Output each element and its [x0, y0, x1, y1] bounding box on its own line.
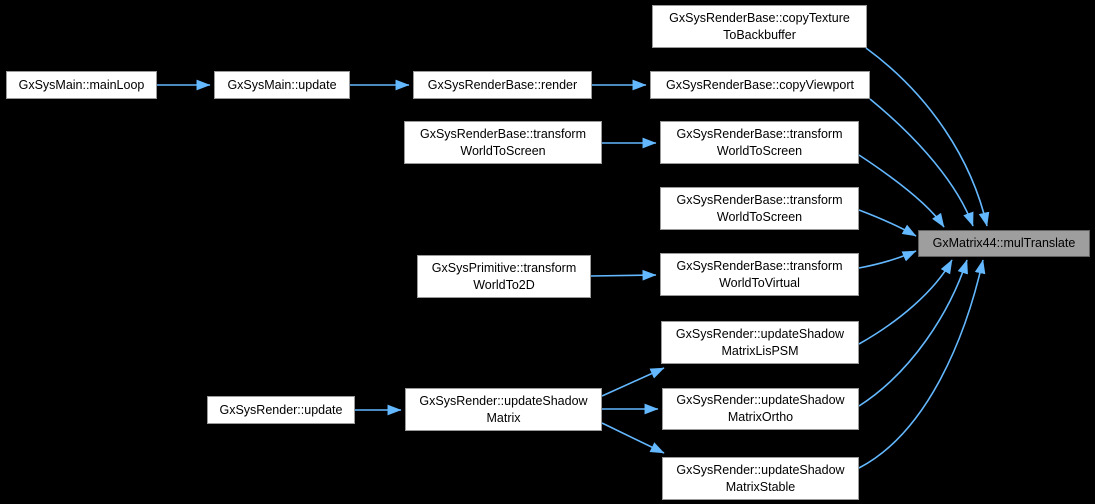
node-label: GxSysRender::updateShadow	[676, 462, 845, 477]
arrow-wtsr1-to-mul	[858, 154, 945, 228]
arrow-usm-to-lispsm	[601, 367, 665, 397]
node-gxsysrender-update[interactable]: GxSysRender::update	[207, 396, 355, 424]
node-label: GxSysRenderBase::transform	[676, 126, 843, 141]
arrow-lispsm-to-mul	[858, 259, 953, 345]
node-updateshadow-matrix[interactable]: GxSysRender::updateShadow Matrix	[405, 388, 602, 431]
node-label: GxSysMain::update	[227, 77, 337, 92]
node-label: GxSysRender::updateShadow	[675, 326, 845, 341]
node-copyviewport[interactable]: GxSysRenderBase::copyViewport	[650, 71, 870, 99]
node-label: GxSysRenderBase::transform	[676, 192, 843, 207]
node-label: GxSysRenderBase::copyTexture	[669, 10, 850, 25]
node-label: WorldTo2D	[473, 277, 535, 292]
node-gxsysmain-update[interactable]: GxSysMain::update	[214, 71, 350, 99]
node-label: GxSysRenderBase::transform	[676, 258, 843, 273]
node-label: GxMatrix44::mulTranslate	[932, 236, 1076, 250]
arrow-stable-to-mul	[858, 259, 986, 469]
node-label: WorldToScreen	[716, 143, 803, 158]
node-updateshadow-matrixstable[interactable]: GxSysRender::updateShadow MatrixStable	[662, 457, 859, 500]
node-transform-worldtoscreen-right2[interactable]: GxSysRenderBase::transform WorldToScreen	[660, 187, 859, 230]
node-label: WorldToVirtual	[719, 275, 800, 290]
node-label: GxSysRenderBase::render	[427, 77, 578, 92]
arrow-wtv-to-mul	[858, 250, 917, 269]
node-gxsysmain-mainloop[interactable]: GxSysMain::mainLoop	[6, 71, 157, 99]
node-copytexture-tobackbuffer[interactable]: GxSysRenderBase::copyTexture ToBackbuffe…	[652, 5, 867, 48]
node-label: GxSysRender::updateShadow	[419, 393, 588, 408]
node-label: ToBackbuffer	[723, 27, 796, 42]
arrow-ortho-to-mul	[858, 259, 968, 407]
arrow-copyviewport-to-mul	[869, 98, 974, 227]
node-label: MatrixLisPSM	[721, 343, 799, 358]
node-primitive-transform-worldto2d[interactable]: GxSysPrimitive::transform WorldTo2D	[417, 255, 591, 298]
node-label: Matrix	[486, 410, 521, 425]
node-transform-worldtoscreen-right1[interactable]: GxSysRenderBase::transform WorldToScreen	[660, 121, 859, 164]
arrow-wtsr2-to-mul	[858, 209, 917, 237]
node-gxsysrenderbase-render[interactable]: GxSysRenderBase::render	[413, 71, 592, 99]
node-label: WorldToScreen	[460, 143, 546, 158]
arrow-usm-to-stable	[601, 422, 665, 454]
node-label: GxSysRender::update	[219, 402, 343, 417]
node-transform-worldtoscreen-left[interactable]: GxSysRenderBase::transform WorldToScreen	[404, 121, 602, 164]
arrow-copytexture-to-mul	[865, 47, 990, 227]
node-label: MatrixOrtho	[727, 410, 794, 424]
node-label: WorldToScreen	[716, 209, 803, 224]
arrow-prim2d-to-wtv	[590, 269, 657, 281]
node-label: GxSysRender::updateShadow	[676, 393, 845, 407]
node-updateshadow-matrixortho[interactable]: GxSysRender::updateShadow MatrixOrtho	[662, 388, 859, 430]
node-label: MatrixStable	[725, 479, 796, 494]
node-label: GxSysMain::mainLoop	[18, 77, 145, 92]
node-updateshadow-matrixlispsm[interactable]: GxSysRender::updateShadow MatrixLisPSM	[661, 321, 859, 364]
node-label: GxSysRenderBase::copyViewport	[665, 77, 855, 92]
node-label: GxSysPrimitive::transform	[431, 260, 577, 275]
node-transform-worldtovirtual[interactable]: GxSysRenderBase::transform WorldToVirtua…	[660, 253, 859, 296]
node-gxmatrix44-multranslate-current: GxMatrix44::mulTranslate	[918, 230, 1090, 257]
node-label: GxSysRenderBase::transform	[419, 126, 587, 141]
